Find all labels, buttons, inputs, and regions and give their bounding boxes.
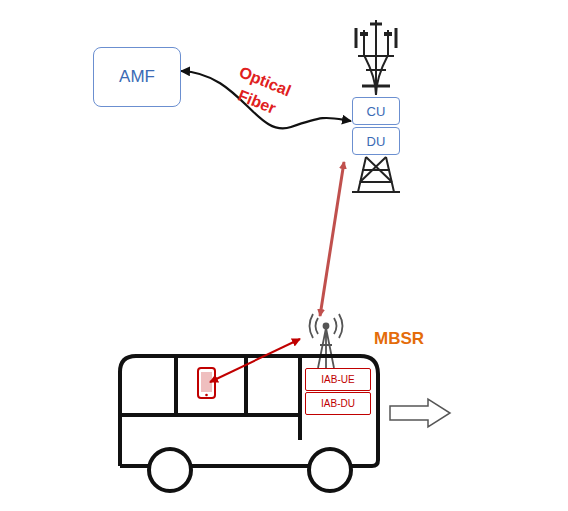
node-text: IAB-DU xyxy=(321,398,355,409)
iab-du-box: IAB-DU xyxy=(305,392,371,415)
node-text: CU xyxy=(367,104,386,119)
du-box: DU xyxy=(352,127,400,155)
node-text: DU xyxy=(367,134,386,149)
iab-ue-box: IAB-UE xyxy=(305,368,371,391)
backhaul-arrow xyxy=(320,162,344,316)
node-text: IAB-UE xyxy=(321,374,354,385)
phone xyxy=(198,368,215,398)
direction-arrow xyxy=(390,399,450,427)
access-arrow xyxy=(210,339,300,382)
mbsr-antenna xyxy=(310,314,343,368)
node-text: AMF xyxy=(119,67,155,87)
bus-outline xyxy=(120,356,378,491)
core-box: AMF xyxy=(93,47,181,107)
edge-label: Optical Fiber xyxy=(217,57,305,126)
tower-lattice xyxy=(352,157,400,192)
tower-antenna xyxy=(356,20,396,95)
cu-box: CU xyxy=(352,97,400,125)
mbsr-label: MBSR xyxy=(374,329,424,349)
